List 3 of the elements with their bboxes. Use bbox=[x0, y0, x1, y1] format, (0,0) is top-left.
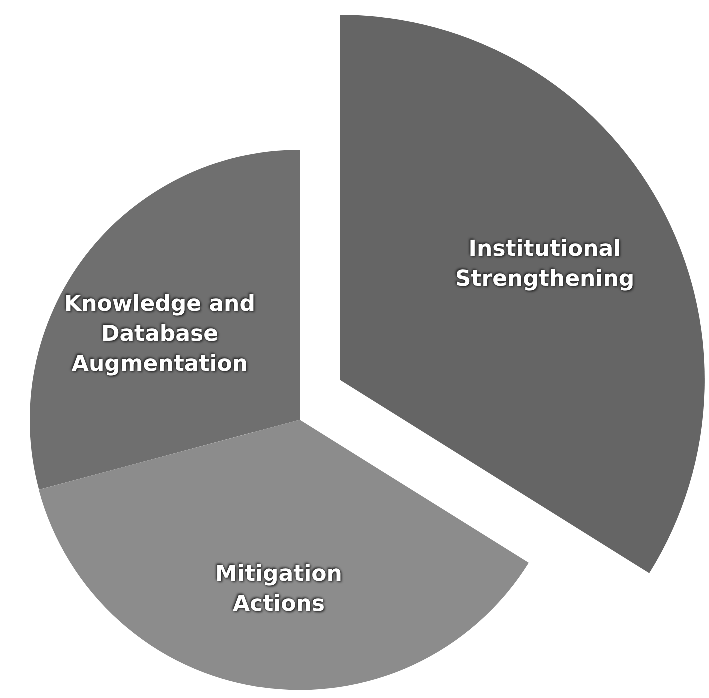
slice-label: Knowledge and Database Augmentation bbox=[64, 291, 256, 379]
slice-label: Institutional Strengthening bbox=[454, 236, 636, 294]
slice-label: Mitigation Actions bbox=[214, 561, 344, 619]
